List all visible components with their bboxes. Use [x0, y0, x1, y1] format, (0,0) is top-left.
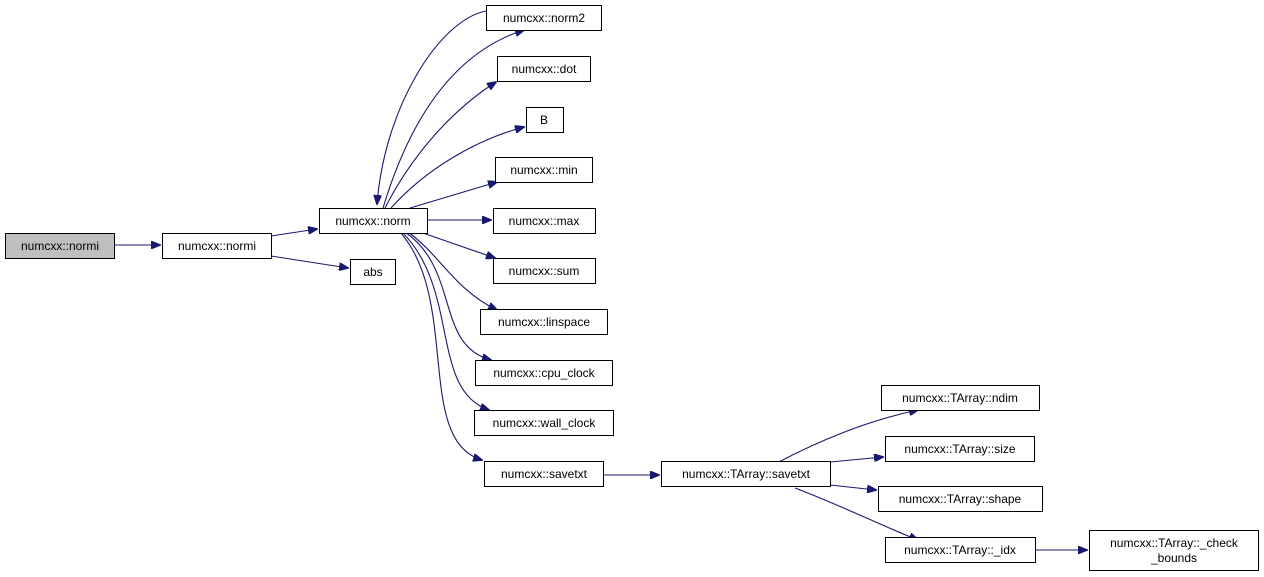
node-numcxx-norm[interactable]: numcxx::norm: [319, 208, 428, 234]
node-label: numcxx::wall_clock: [493, 416, 597, 430]
edge-normi-to-abs: [270, 255, 348, 268]
node-label: numcxx::sum: [509, 264, 580, 278]
edge-norm-to-wall-clock: [401, 231, 489, 410]
node-label: numcxx::norm: [335, 214, 410, 228]
node-label: numcxx::normi: [178, 239, 256, 253]
node-numcxx-normi[interactable]: numcxx::normi: [162, 233, 272, 259]
node-label-line-2: _bounds: [1150, 551, 1197, 565]
edge-norm-to-min: [409, 182, 497, 209]
node-label: numcxx::max: [509, 214, 580, 228]
node-numcxx-sum[interactable]: numcxx::sum: [493, 258, 596, 284]
node-abs[interactable]: abs: [350, 259, 396, 285]
edge-normi-to-norm: [270, 229, 317, 237]
node-numcxx-norm2[interactable]: numcxx::norm2: [486, 5, 602, 31]
node-numcxx-wall-clock[interactable]: numcxx::wall_clock: [474, 410, 614, 436]
edge-tarray-savetxt-to-size: [829, 457, 883, 463]
node-numcxx-tarray-size[interactable]: numcxx::TArray::size: [885, 436, 1035, 462]
node-numcxx-tarray-savetxt[interactable]: numcxx::TArray::savetxt: [661, 461, 831, 487]
node-label: numcxx::min: [510, 163, 577, 177]
edge-norm-to-savetxt: [399, 231, 482, 460]
node-numcxx-dot[interactable]: numcxx::dot: [497, 56, 591, 82]
node-numcxx-tarray-ndim[interactable]: numcxx::TArray::ndim: [881, 385, 1040, 411]
node-label: numcxx::cpu_clock: [493, 366, 595, 380]
edge-norm-to-linspace: [407, 231, 497, 310]
node-label: numcxx::dot: [512, 62, 577, 76]
edge-tarray-savetxt-to-ndim: [776, 410, 918, 464]
node-label: numcxx::norm2: [503, 11, 585, 25]
node-numcxx-tarray-shape[interactable]: numcxx::TArray::shape: [878, 486, 1043, 512]
edge-norm-to-sum: [419, 231, 495, 258]
node-numcxx-linspace[interactable]: numcxx::linspace: [480, 309, 608, 335]
node-numcxx-max[interactable]: numcxx::max: [493, 208, 596, 234]
node-label: numcxx::TArray::shape: [899, 492, 1022, 506]
node-numcxx-savetxt[interactable]: numcxx::savetxt: [484, 461, 604, 487]
node-label: numcxx::TArray::savetxt: [682, 467, 810, 481]
node-label: numcxx::normi: [21, 239, 99, 253]
node-label-line-1: numcxx::TArray::_check: [1110, 536, 1239, 550]
node-numcxx-normi-root: numcxx::normi: [5, 233, 115, 259]
edge-norm2-back-to-norm: [377, 10, 487, 204]
node-numcxx-cpu-clock[interactable]: numcxx::cpu_clock: [475, 360, 613, 386]
node-numcxx-tarray-check-bounds[interactable]: numcxx::TArray::_check _bounds: [1089, 530, 1259, 571]
node-label: abs: [363, 265, 382, 279]
node-label: numcxx::linspace: [498, 315, 590, 329]
edge-norm-to-norm2: [382, 30, 524, 209]
node-numcxx-tarray-idx[interactable]: numcxx::TArray::_idx: [885, 537, 1036, 563]
node-label: numcxx::TArray::_idx: [904, 543, 1016, 557]
node-B[interactable]: B: [526, 107, 564, 133]
node-label: numcxx::TArray::ndim: [902, 391, 1018, 405]
edge-norm-to-cpu-clock: [404, 231, 491, 360]
edge-tarray-savetxt-to-shape: [829, 484, 876, 490]
node-numcxx-min[interactable]: numcxx::min: [495, 157, 593, 183]
edge-tarray-savetxt-to-idx: [794, 487, 918, 540]
edge-norm-to-dot: [384, 82, 496, 209]
node-label: numcxx::savetxt: [501, 467, 588, 481]
node-label: B: [540, 113, 548, 127]
edge-norm-to-B: [390, 127, 524, 209]
node-label: numcxx::TArray::size: [904, 442, 1015, 456]
